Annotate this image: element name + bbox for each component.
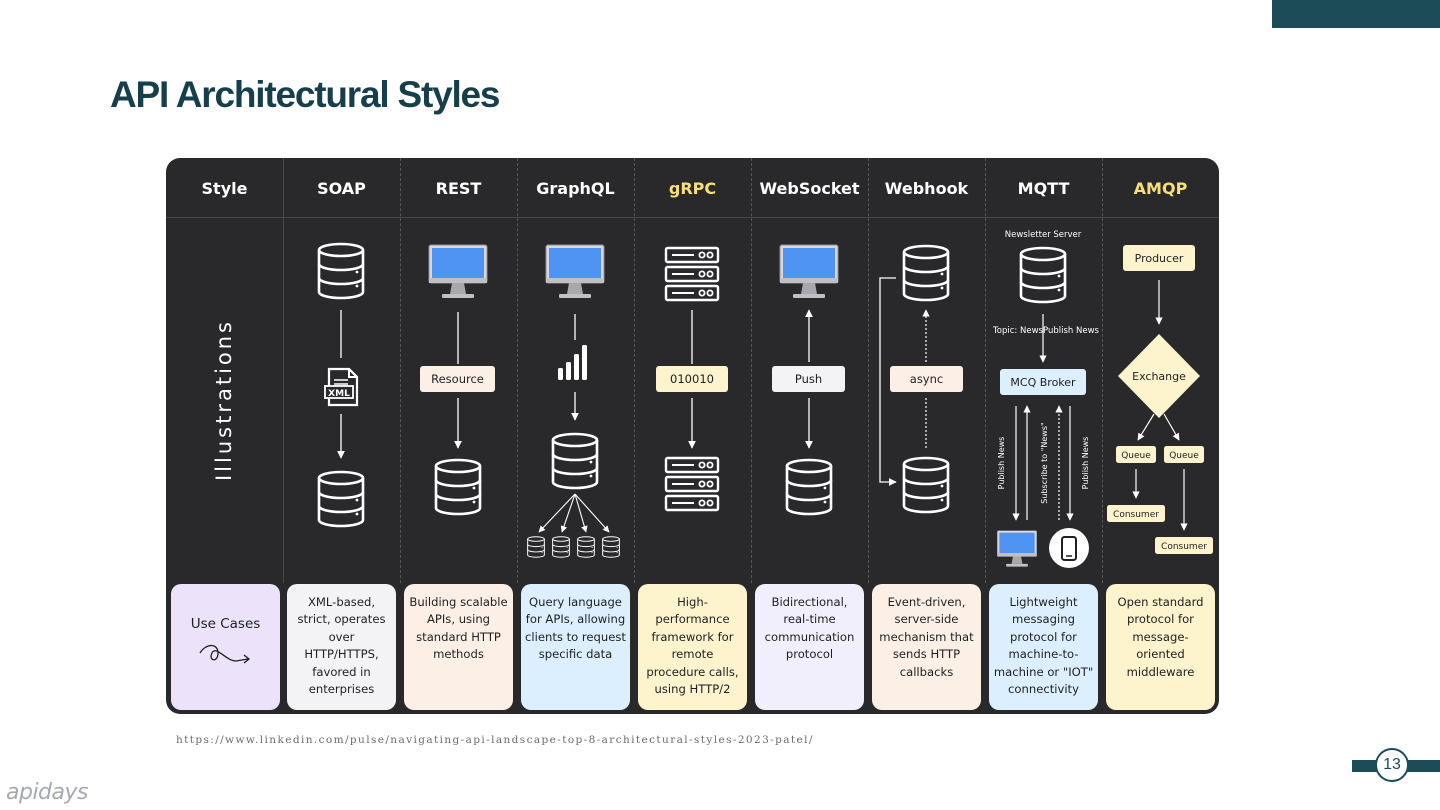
resource-node-label: Resource — [431, 372, 484, 386]
mcq-broker-node — [1000, 369, 1086, 395]
column-divider — [283, 158, 284, 583]
publish-label: Publish News — [1043, 326, 1100, 336]
small-database-icon — [602, 536, 620, 558]
table-header-row: Style SOAP REST GraphQL gRPC WebSocket W… — [166, 158, 1219, 218]
use-case-amqp: Open standard protocol for message-orien… — [1106, 584, 1215, 710]
push-node — [772, 366, 845, 392]
database-icon — [902, 244, 950, 302]
apidays-logo: apidays — [6, 780, 89, 805]
header-websocket: WebSocket — [759, 178, 860, 198]
small-database-icon — [552, 536, 570, 558]
corner-accent-bar — [1272, 0, 1440, 28]
small-database-icon — [527, 536, 545, 558]
rest-illustration: Resource — [420, 244, 495, 516]
callback-arrow — [879, 277, 897, 486]
publish-news-right: Publish News — [1081, 437, 1090, 490]
database-icon — [1019, 246, 1067, 304]
database-icon — [785, 458, 833, 516]
monitor-icon — [428, 244, 488, 299]
producer-label: Producer — [1135, 252, 1184, 265]
squiggle-arrow-icon — [198, 645, 250, 664]
queue-label: Queue — [1121, 451, 1151, 461]
column-divider — [751, 158, 752, 583]
publish-news-left: Publish News — [997, 437, 1006, 490]
producer-node — [1123, 245, 1195, 271]
use-case-grpc: High-performance framework for remote pr… — [638, 584, 747, 710]
webhook-illustration: async — [879, 244, 963, 514]
header-amqp: AMQP — [1133, 178, 1188, 198]
consumer-label: Consumer — [1161, 542, 1207, 552]
consumer-label: Consumer — [1113, 510, 1159, 520]
binary-node — [656, 366, 728, 392]
use-case-websocket: Bidirectional, real-time communication p… — [755, 584, 864, 710]
monitor-icon — [545, 244, 605, 299]
column-divider — [985, 158, 986, 583]
arrow — [1137, 413, 1155, 441]
server-icon — [664, 456, 720, 512]
push-node-label: Push — [795, 372, 822, 386]
database-icon — [902, 456, 950, 514]
graphql-illustration — [527, 244, 620, 558]
queue-node — [1164, 446, 1204, 463]
header-webhook: Webhook — [884, 178, 969, 198]
header-soap: SOAP — [317, 178, 366, 198]
exchange-label: Exchange — [1132, 370, 1186, 383]
newsletter-server-label: Newsletter Server — [1005, 230, 1082, 240]
use-case-soap: XML-based, strict, operates over HTTP/HT… — [287, 584, 396, 710]
amqp-illustration: Producer Exchange Queue Queue Consumer C… — [1107, 245, 1213, 554]
header-graphql: GraphQL — [536, 178, 615, 198]
queue-node — [1116, 446, 1156, 463]
phone-icon — [1049, 528, 1089, 568]
server-icon — [664, 246, 720, 302]
header-grpc: gRPC — [668, 178, 717, 198]
subscribe-news-label: Subscribe to "News" — [1040, 422, 1049, 503]
mqtt-illustration: Newsletter Server Topic: News Publish Ne… — [992, 230, 1100, 568]
column-divider — [400, 158, 401, 583]
xml-file-label: XML — [328, 389, 350, 399]
column-divider — [868, 158, 869, 583]
consumer-node — [1107, 505, 1165, 522]
queue-label: Queue — [1169, 451, 1199, 461]
column-divider — [634, 158, 635, 583]
async-node-label: async — [910, 372, 943, 386]
grpc-illustration: 010010 — [656, 246, 728, 512]
database-icon — [317, 470, 365, 528]
api-styles-table: Style SOAP REST GraphQL gRPC WebSocket W… — [166, 158, 1219, 714]
header-mqtt: MQTT — [1017, 178, 1070, 198]
page-number: 13 — [1375, 748, 1409, 782]
resource-node — [420, 366, 495, 392]
consumer-node — [1155, 537, 1213, 554]
column-divider — [517, 158, 518, 583]
use-case-graphql: Query language for APIs, allowing client… — [521, 584, 630, 710]
use-cases-label: Use Cases — [190, 616, 261, 632]
monitor-icon — [996, 530, 1038, 567]
mcq-broker-label: MCQ Broker — [1010, 376, 1076, 389]
websocket-illustration: Push — [772, 244, 845, 516]
use-case-webhook: Event-driven, server-side mechanism that… — [872, 584, 981, 710]
header-rest: REST — [435, 178, 482, 198]
database-icon — [551, 432, 599, 490]
fan-out-arrows — [538, 493, 610, 533]
style-header: Style — [201, 178, 248, 198]
topic-label: Topic: News — [992, 326, 1043, 336]
page-title: API Architectural Styles — [110, 74, 501, 115]
binary-node-label: 010010 — [670, 372, 714, 386]
soap-illustration: XML — [317, 242, 365, 528]
use-case-rest: Building scalable APIs, using standard H… — [404, 584, 513, 710]
illustrations-diagram: XML Resource — [317, 230, 1213, 568]
small-database-icon — [577, 536, 595, 558]
database-icon — [317, 242, 365, 300]
database-icon — [434, 458, 482, 516]
async-node — [890, 366, 963, 392]
signal-bars-icon — [558, 345, 587, 380]
use-cases-label-card: Use Cases — [171, 584, 280, 710]
exchange-node — [1118, 334, 1200, 418]
source-link[interactable]: https://www.linkedin.com/pulse/navigatin… — [176, 734, 814, 746]
monitor-icon — [779, 244, 839, 299]
xml-file-icon: XML — [324, 367, 359, 407]
arrow — [1163, 413, 1180, 441]
use-case-mqtt: Lightweight messaging protocol for machi… — [989, 584, 1098, 710]
column-divider — [1102, 158, 1103, 583]
